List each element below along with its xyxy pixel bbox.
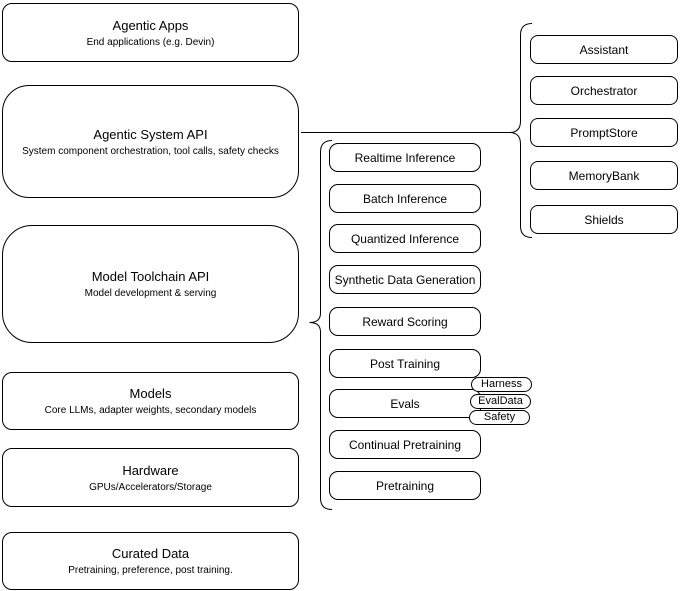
eval-tag-evaldata: EvalData xyxy=(470,394,531,409)
toolchain-item-label: Batch Inference xyxy=(362,191,448,206)
eval-tag-safety: Safety xyxy=(469,410,530,425)
component-label: Shields xyxy=(584,212,624,227)
toolchain-item-label: Continual Pretraining xyxy=(348,437,462,452)
box-subtitle: System component orchestration, tool cal… xyxy=(22,145,279,157)
toolchain-item-reward-scoring: Reward Scoring xyxy=(329,307,481,336)
box-model-toolchain-api: Model Toolchain API Model development & … xyxy=(2,225,299,343)
box-agentic-apps: Agentic Apps End applications (e.g. Devi… xyxy=(2,3,299,62)
box-subtitle: Core LLMs, adapter weights, secondary mo… xyxy=(44,405,257,416)
toolchain-item-post-training: Post Training xyxy=(329,349,481,378)
box-agentic-system-api: Agentic System API System component orch… xyxy=(2,85,299,198)
toolchain-item-pretraining: Pretraining xyxy=(329,471,481,500)
box-title: Hardware xyxy=(122,462,179,478)
component-memorybank: MemoryBank xyxy=(530,161,678,190)
eval-tag-harness: Harness xyxy=(471,377,532,392)
toolchain-item-label: Quantized Inference xyxy=(350,231,460,246)
component-label: Orchestrator xyxy=(570,83,638,98)
eval-tag-label: Harness xyxy=(481,378,522,390)
toolchain-item-label: Realtime Inference xyxy=(354,150,456,165)
box-curated-data: Curated Data Pretraining, preference, po… xyxy=(2,532,299,590)
toolchain-item-continual-pretraining: Continual Pretraining xyxy=(329,430,481,459)
toolchain-item-evals: Evals xyxy=(329,389,481,418)
eval-tag-label: EvalData xyxy=(478,395,523,407)
box-hardware: Hardware GPUs/Accelerators/Storage xyxy=(2,448,299,507)
component-orchestrator: Orchestrator xyxy=(530,76,678,105)
toolchain-item-label: Reward Scoring xyxy=(362,314,448,329)
toolchain-item-label: Evals xyxy=(390,396,420,411)
component-label: Assistant xyxy=(579,42,629,57)
toolchain-item-realtime-inference: Realtime Inference xyxy=(329,143,481,172)
component-assistant: Assistant xyxy=(530,35,678,64)
toolchain-item-batch-inference: Batch Inference xyxy=(329,184,481,213)
eval-tag-label: Safety xyxy=(483,411,516,423)
box-subtitle: End applications (e.g. Devin) xyxy=(86,36,215,48)
box-subtitle: GPUs/Accelerators/Storage xyxy=(89,481,212,493)
component-promptstore: PromptStore xyxy=(530,118,678,147)
box-title: Curated Data xyxy=(111,546,190,561)
box-title: Agentic Apps xyxy=(112,17,189,33)
toolchain-item-label: Synthetic Data Generation xyxy=(334,272,476,287)
box-subtitle: Pretraining, preference, post training. xyxy=(68,565,233,576)
toolchain-item-label: Post Training xyxy=(369,356,441,371)
box-subtitle: Model development & serving xyxy=(84,288,217,299)
box-title: Model Toolchain API xyxy=(91,269,210,284)
toolchain-item-synthetic-data-generation: Synthetic Data Generation xyxy=(329,265,481,294)
component-label: PromptStore xyxy=(570,125,638,140)
box-models: Models Core LLMs, adapter weights, secon… xyxy=(2,372,299,430)
box-title: Agentic System API xyxy=(93,126,208,142)
box-title: Models xyxy=(129,386,172,401)
toolchain-item-label: Pretraining xyxy=(375,478,435,493)
component-shields: Shields xyxy=(530,205,678,234)
toolchain-item-quantized-inference: Quantized Inference xyxy=(329,224,481,253)
system-brace xyxy=(509,23,533,238)
component-label: MemoryBank xyxy=(568,168,640,183)
